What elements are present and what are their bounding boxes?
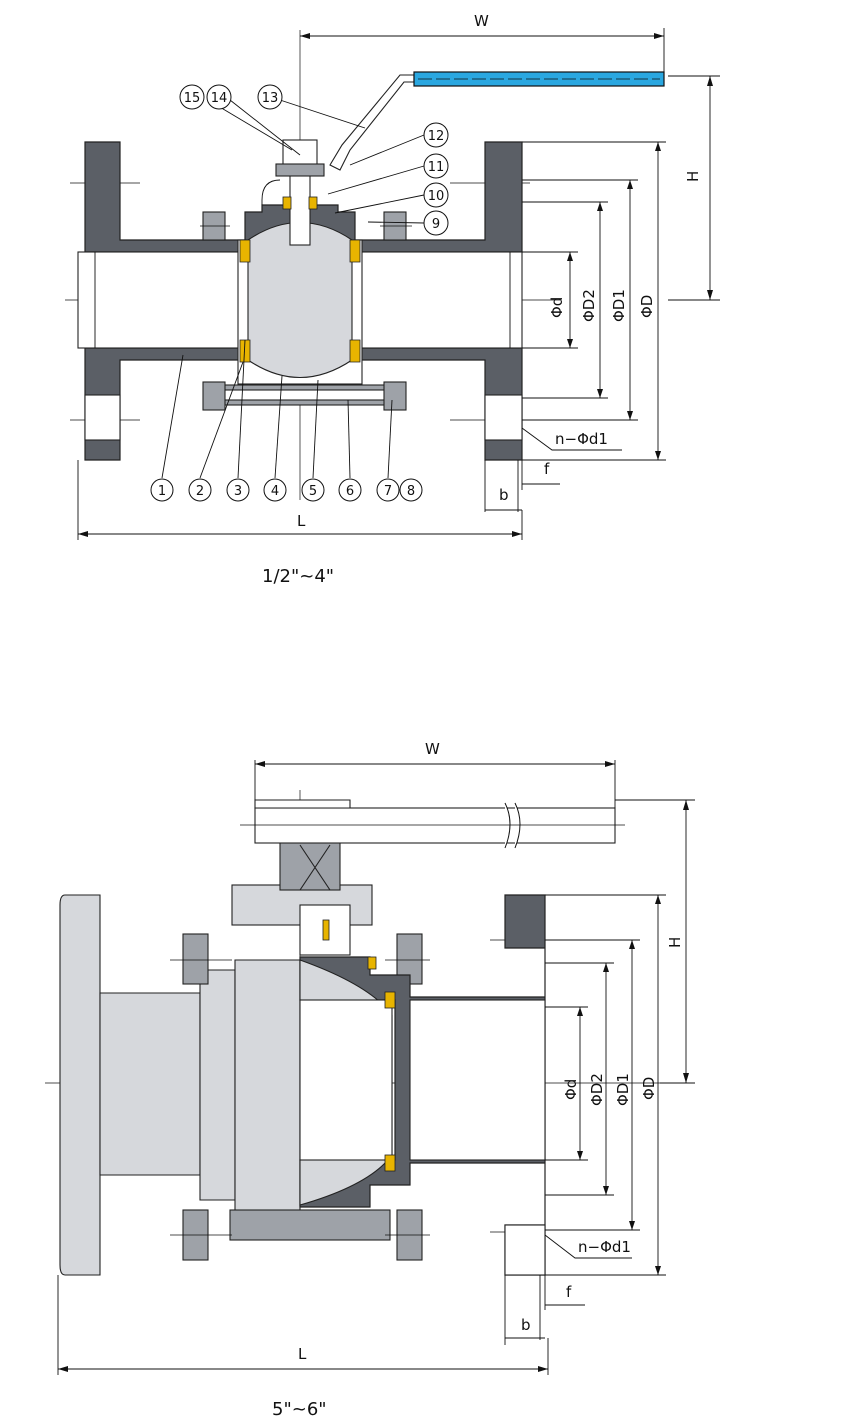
stem bbox=[289, 174, 311, 246]
callout-12 bbox=[423, 122, 449, 148]
svg-text:13: 13 bbox=[262, 91, 279, 106]
body-bolts-bottom bbox=[202, 381, 407, 411]
seat-left-top bbox=[239, 239, 251, 263]
dim-d-label: Φd bbox=[548, 297, 566, 318]
caption-small-size: 1/2"~4" bbox=[262, 566, 334, 587]
dim-D2-label: ΦD2 bbox=[580, 289, 598, 322]
svg-text:2: 2 bbox=[196, 484, 204, 499]
svg-text:10: 10 bbox=[428, 189, 445, 204]
callout-6 bbox=[338, 478, 362, 502]
stem-nut bbox=[282, 139, 318, 167]
callout-9 bbox=[423, 210, 449, 236]
svg-text:15: 15 bbox=[184, 91, 201, 106]
dim-bolt-holes-label-2: n−Φd1 bbox=[578, 1238, 631, 1256]
dim-H-label-2: H bbox=[666, 937, 684, 948]
svg-text:4: 4 bbox=[271, 484, 279, 499]
dim-bolt-holes-label: n−Φd1 bbox=[555, 430, 608, 448]
dim-D1-label-2: ΦD1 bbox=[614, 1073, 632, 1106]
callout-10 bbox=[423, 182, 449, 208]
svg-text:5: 5 bbox=[309, 484, 317, 499]
dim-b-label: b bbox=[499, 486, 509, 504]
part-callouts-bottom: 1 2 3 4 5 6 7 8 bbox=[150, 339, 423, 502]
callout-3 bbox=[226, 478, 250, 502]
svg-text:3: 3 bbox=[234, 484, 242, 499]
valve-body-exterior bbox=[59, 894, 430, 1276]
dim-d-label-2: Φd bbox=[562, 1079, 580, 1100]
svg-text:11: 11 bbox=[428, 160, 445, 175]
svg-text:12: 12 bbox=[428, 129, 445, 144]
dim-D2-label-2: ΦD2 bbox=[588, 1073, 606, 1106]
svg-text:1: 1 bbox=[158, 484, 166, 499]
dim-b-label-2: b bbox=[521, 1316, 531, 1334]
bolt-hole-left bbox=[84, 394, 121, 441]
lever-handle bbox=[329, 71, 665, 171]
callout-4 bbox=[263, 478, 287, 502]
dim-L-label-2: L bbox=[298, 1345, 307, 1363]
dim-f-label: f bbox=[544, 460, 550, 478]
svg-text:7: 7 bbox=[384, 484, 392, 499]
dim-H-label: H bbox=[684, 171, 702, 182]
callout-13 bbox=[257, 84, 283, 110]
callout-15 bbox=[179, 84, 205, 110]
dim-W-label: W bbox=[474, 12, 489, 30]
caption-large-size: 5"~6" bbox=[272, 1399, 327, 1420]
dim-L-label: L bbox=[297, 512, 306, 530]
dim-f-label-2: f bbox=[566, 1283, 572, 1301]
body-bolts-top bbox=[200, 211, 412, 241]
callout-14 bbox=[206, 84, 232, 110]
dim-D1-label: ΦD1 bbox=[610, 289, 628, 322]
dim-W-label-2: W bbox=[425, 740, 440, 758]
callout-7 bbox=[376, 478, 400, 502]
dim-D-label: ΦD bbox=[638, 295, 656, 318]
part-callouts-top: 9 10 11 12 13 14 15 bbox=[179, 84, 449, 236]
callout-8 bbox=[399, 478, 423, 502]
seat-left-bottom bbox=[239, 339, 251, 363]
lever-handle-large bbox=[240, 799, 625, 849]
bolt-hole-right bbox=[484, 394, 523, 441]
svg-text:8: 8 bbox=[407, 484, 415, 499]
ball bbox=[247, 222, 353, 378]
callout-1 bbox=[150, 478, 174, 502]
valve-drawing-small: W H Φd ΦD2 ΦD1 ΦD n−Φd1 bbox=[65, 12, 720, 587]
callout-5 bbox=[301, 478, 325, 502]
svg-text:9: 9 bbox=[432, 217, 440, 232]
valve-drawing-large: W H Φd ΦD2 ΦD1 ΦD n−Φd1 f bbox=[45, 740, 695, 1420]
callout-2 bbox=[188, 478, 212, 502]
svg-text:14: 14 bbox=[211, 91, 228, 106]
svg-text:6: 6 bbox=[346, 484, 354, 499]
callout-11 bbox=[423, 153, 449, 179]
dim-D-label-2: ΦD bbox=[640, 1077, 658, 1100]
